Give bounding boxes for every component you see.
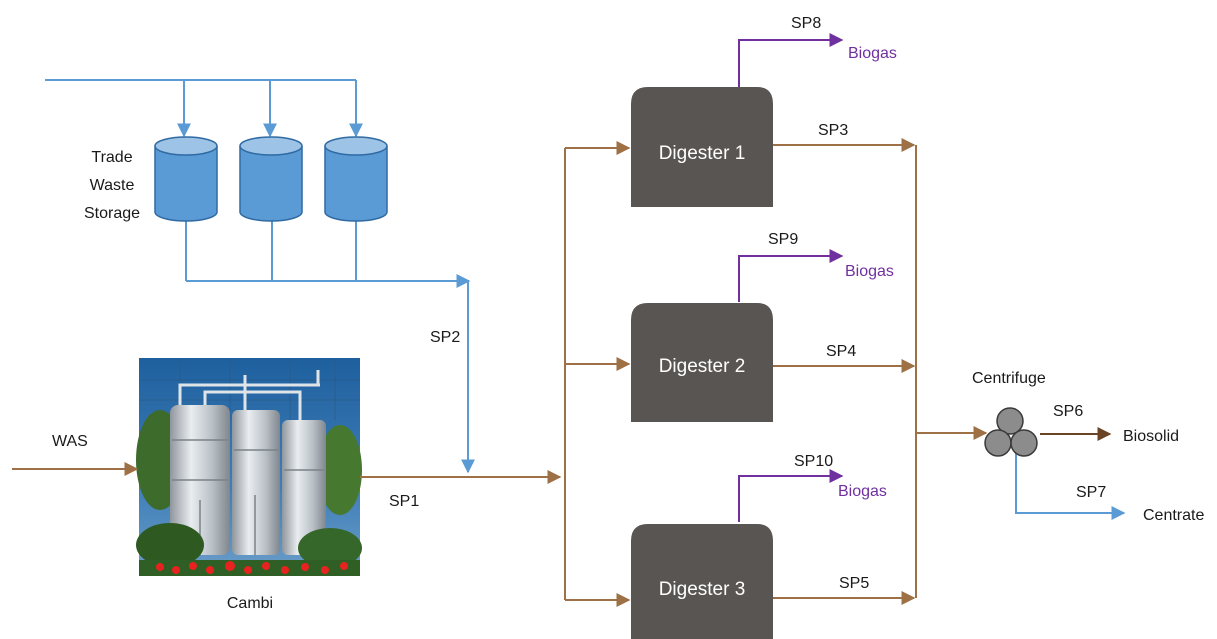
sp10-biogas-arrow	[738, 469, 844, 522]
centrate-label: Centrate	[1143, 507, 1204, 524]
digester-2-label: Digester 2	[659, 356, 746, 377]
storage-label-line-3: Storage	[84, 205, 140, 222]
trade-waste-network	[45, 79, 475, 474]
sp4-label: SP4	[826, 343, 856, 360]
biosolid-label: Biosolid	[1123, 428, 1179, 445]
was-label: WAS	[52, 433, 88, 450]
sp7-label: SP7	[1076, 484, 1106, 501]
sp3-label: SP3	[818, 122, 848, 139]
sp1-label: SP1	[389, 493, 419, 510]
sp6-label: SP6	[1053, 403, 1083, 420]
sp9-biogas-arrow	[738, 249, 844, 302]
sp10-label: SP10	[794, 453, 833, 470]
sludge-network	[12, 138, 1112, 607]
sp2-label: SP2	[430, 329, 460, 346]
storage-tank-1	[154, 136, 218, 222]
biogas-label-3: Biogas	[838, 483, 887, 500]
sp8-label: SP8	[791, 15, 821, 32]
storage-label-line-1: Trade	[91, 149, 132, 166]
cambi-plant-image	[136, 358, 362, 576]
digester-3: Digester 3	[631, 524, 773, 639]
centrifuge-label: Centrifuge	[972, 370, 1046, 387]
cambi-label: Cambi	[227, 595, 273, 612]
sp5-label: SP5	[839, 575, 869, 592]
digester-1: Digester 1	[631, 87, 773, 207]
digester-3-label: Digester 3	[659, 579, 746, 600]
biogas-network	[738, 33, 844, 522]
biogas-label-2: Biogas	[845, 263, 894, 280]
storage-label-line-2: Waste	[90, 177, 135, 194]
centrifuge-icon	[984, 407, 1038, 457]
sp9-label: SP9	[768, 231, 798, 248]
biogas-label-1: Biogas	[848, 45, 897, 62]
storage-tank-3	[324, 136, 388, 222]
sp7-stream-arrow	[1015, 446, 1126, 520]
storage-tank-2	[239, 136, 303, 222]
digester-1-label: Digester 1	[659, 143, 746, 164]
digester-2: Digester 2	[631, 303, 773, 422]
sp8-biogas-arrow	[738, 33, 844, 87]
